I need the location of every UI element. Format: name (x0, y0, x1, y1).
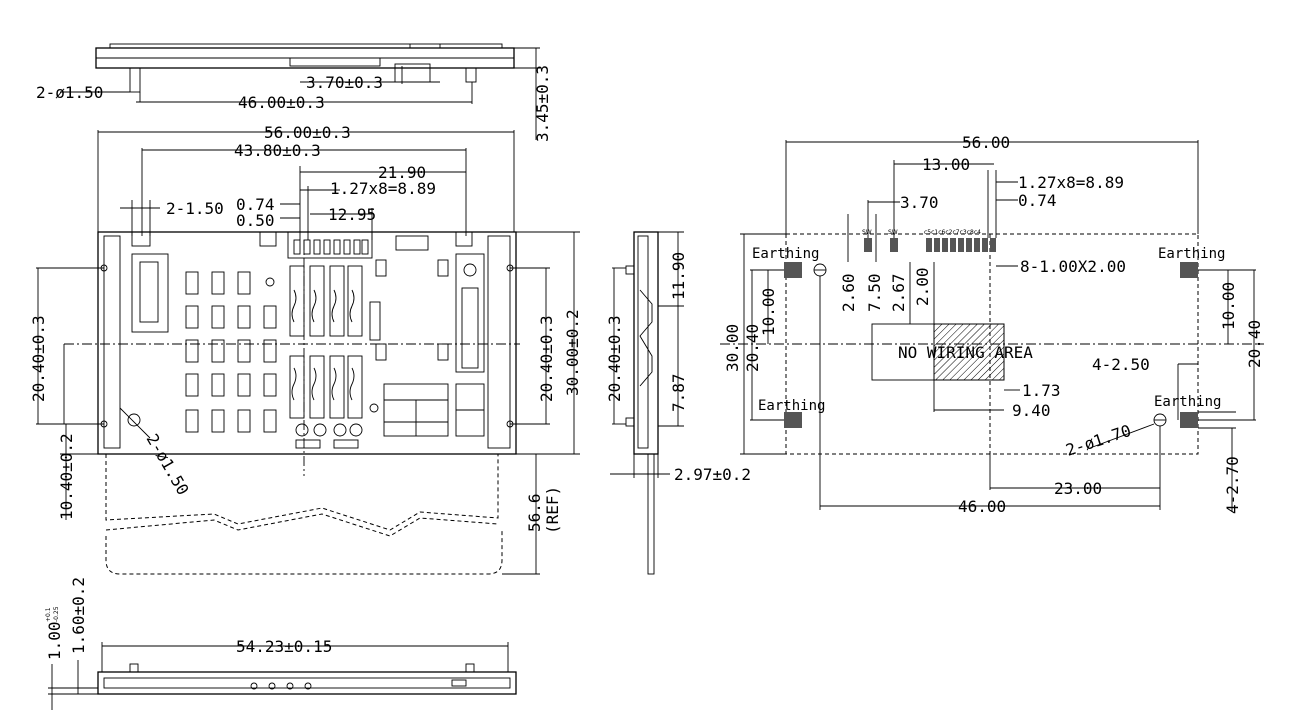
fp-dim-20-40-left: 20.40 (743, 324, 762, 372)
side-dim-7-87: 7.87 (669, 373, 688, 412)
dim-left-20-40: 20.40±0.3 (29, 315, 48, 402)
dim-56-00: 56.00±0.3 (264, 123, 351, 142)
dim-1-60: 1.60±0.2 (69, 577, 88, 654)
fp-dim-13-00: 13.00 (922, 155, 970, 174)
fp-dim-pitch: 1.27x8=8.89 (1018, 173, 1124, 192)
side-view (610, 231, 684, 575)
fp-dim-46-00: 46.00 (958, 497, 1006, 516)
dim-30-00: 30.00±0.2 (563, 309, 582, 396)
top-side-view (60, 43, 540, 140)
top-view (36, 130, 580, 575)
dim-2-1-50: 2-1.50 (166, 199, 224, 218)
sw-pad (864, 238, 872, 252)
fp-dim-pads: 8-1.00X2.00 (1020, 257, 1126, 276)
dim-right-20-40: 20.40±0.3 (537, 315, 556, 402)
contact-pads (926, 238, 996, 252)
fp-dim-2-50: 4-2.50 (1092, 355, 1150, 374)
earthing-label-tl: Earthing (752, 246, 819, 262)
pin-diameter-dim: 2-ø1.50 (36, 83, 103, 102)
fp-dim-20-40-right: 20.40 (1245, 320, 1264, 368)
fp-dim-2-70: 4-2.70 (1223, 456, 1242, 514)
earthing-label-tr: Earthing (1158, 246, 1225, 262)
sw-label-1: SW (862, 229, 872, 236)
earthing-label-br: Earthing (1154, 394, 1221, 410)
dim-10-40: 10.40±0.2 (57, 433, 76, 520)
dim-56-6: 56.6 (525, 493, 544, 532)
pcb-footprint (720, 140, 1264, 512)
earthing-pad (1180, 262, 1198, 278)
fp-dim-1-73: 1.73 (1022, 381, 1061, 400)
dim-3-45: 3.45±0.3 (533, 65, 552, 142)
bottom-side-view (48, 642, 517, 710)
earthing-pad (1180, 412, 1198, 428)
fp-dim-56-00: 56.00 (962, 133, 1010, 152)
dim-ref: (REF) (543, 486, 562, 534)
fp-dim-3-70: 3.70 (900, 193, 939, 212)
fp-dim-2-60: 2.60 (839, 273, 858, 312)
dim-hole-1-50: 2-ø1.50 (143, 431, 193, 499)
earthing-pad (784, 262, 802, 278)
dim-21-90: 21.90 (378, 163, 426, 182)
contact-pin-labels: c5c1c6c2c7c3c8c4 (924, 229, 981, 236)
dim-1-00-tol-minus: -0.25 (53, 606, 60, 622)
dim-1-00: 1.00 (45, 621, 64, 660)
fp-dim-10-00-left: 10.00 (759, 288, 778, 336)
side-dim-20-40: 20.40±0.3 (605, 315, 624, 402)
earthing-pad (784, 412, 802, 428)
dim-43-80: 43.80±0.3 (234, 141, 321, 160)
dim-0-50: 0.50 (236, 211, 275, 230)
dim-0-74: 0.74 (236, 195, 275, 214)
fp-dim-30-00: 30.00 (723, 324, 742, 372)
dim-pitch: 1.27x8=8.89 (330, 179, 436, 198)
dim-46-00: 46.00±0.3 (238, 93, 325, 112)
no-wiring-label: NO WIRING AREA (898, 343, 1033, 362)
fp-dim-23-00: 23.00 (1054, 479, 1102, 498)
dim-12-95: 12.95 (328, 205, 376, 224)
dim-54-23: 54.23±0.15 (236, 637, 332, 656)
earthing-label-bl: Earthing (758, 398, 825, 414)
fp-dim-7-50: 7.50 (865, 273, 884, 312)
dim-3-70: 3.70±0.3 (306, 73, 383, 92)
fp-dim-9-40: 9.40 (1012, 401, 1051, 420)
fp-dim-2-00: 2.00 (913, 267, 932, 306)
fp-dim-0-74: 0.74 (1018, 191, 1057, 210)
dim-1-00-tol-plus: +0.1 (45, 607, 52, 622)
side-dim-2-97: 2.97±0.2 (674, 465, 751, 484)
fp-dim-2-67: 2.67 (889, 273, 908, 312)
sw-label-2: SW (888, 229, 898, 236)
side-dim-11-90: 11.90 (669, 252, 688, 300)
fp-dim-10-00-right: 10.00 (1219, 282, 1238, 330)
sw-pad (890, 238, 898, 252)
